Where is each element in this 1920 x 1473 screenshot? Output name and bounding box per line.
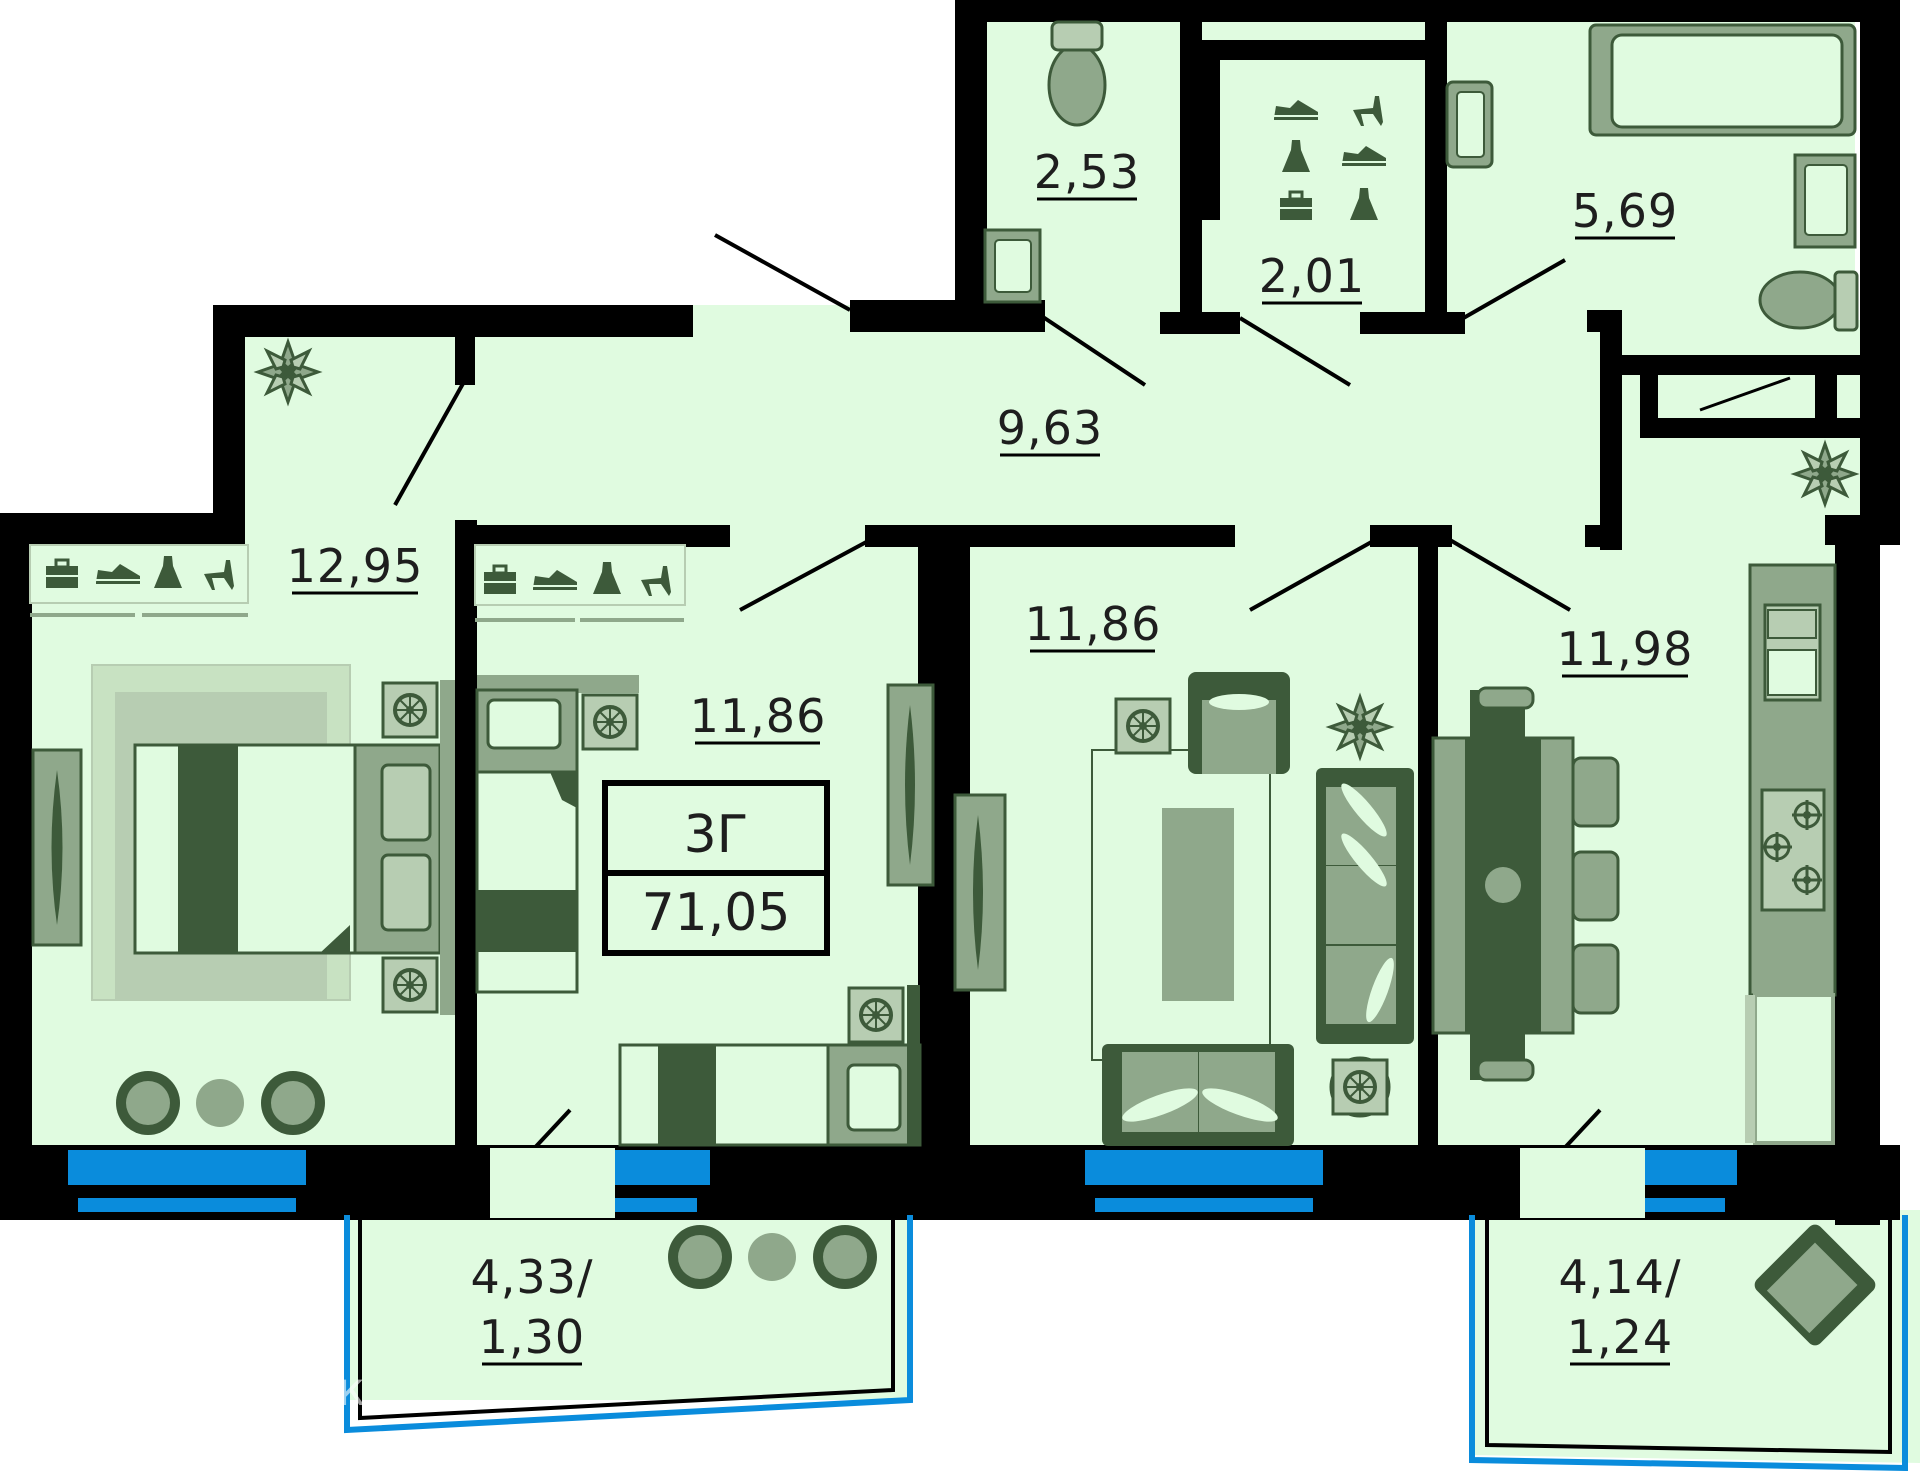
area-balcony-left-line1: 4,33/ (471, 1250, 594, 1304)
bedroom-middle-furniture (474, 544, 935, 1147)
area-balcony-right-line2: 1,24 (1567, 1310, 1673, 1364)
plant-icon (1328, 695, 1392, 759)
area-bathroom: 5,69 (1572, 184, 1678, 238)
area-bedroom-middle: 11,86 (690, 689, 827, 743)
area-kitchen: 11,98 (1557, 622, 1694, 676)
area-living-room: 11,86 (1025, 597, 1162, 651)
windows (68, 1148, 1737, 1218)
living-room-furniture (953, 672, 1414, 1146)
area-bedroom-left: 12,95 (287, 539, 424, 593)
area-hallway: 9,63 (997, 401, 1103, 455)
balcony-furniture (668, 1224, 1876, 1346)
room-labels: 12,95 11,86 11,86 11,98 9,63 2,53 2,01 5… (287, 145, 1694, 1366)
bedroom-left-furniture (29, 340, 455, 1135)
apartment-total-area: 71,05 (642, 883, 791, 943)
wet-rooms-furniture (983, 20, 1859, 332)
area-toilet: 2,53 (1034, 145, 1140, 199)
watermark-text: домклик (156, 1362, 366, 1416)
plant-icon (256, 340, 320, 404)
apartment-badge: 3Г 71,05 (602, 780, 830, 956)
apartment-type-label: 3Г (684, 805, 749, 865)
kitchen-furniture (1431, 442, 1857, 1145)
watermark: домклик (63, 1341, 366, 1416)
balcony-inner-lines (358, 1215, 1892, 1455)
area-wardrobe: 2,01 (1259, 249, 1365, 303)
balconies (344, 1215, 1908, 1472)
plant-icon (1793, 442, 1857, 506)
house-logo-icon (63, 1341, 145, 1408)
door-swings (393, 233, 1791, 1187)
area-balcony-left-line2: 1,30 (479, 1310, 585, 1364)
area-balcony-right-line1: 4,14/ (1559, 1250, 1682, 1304)
